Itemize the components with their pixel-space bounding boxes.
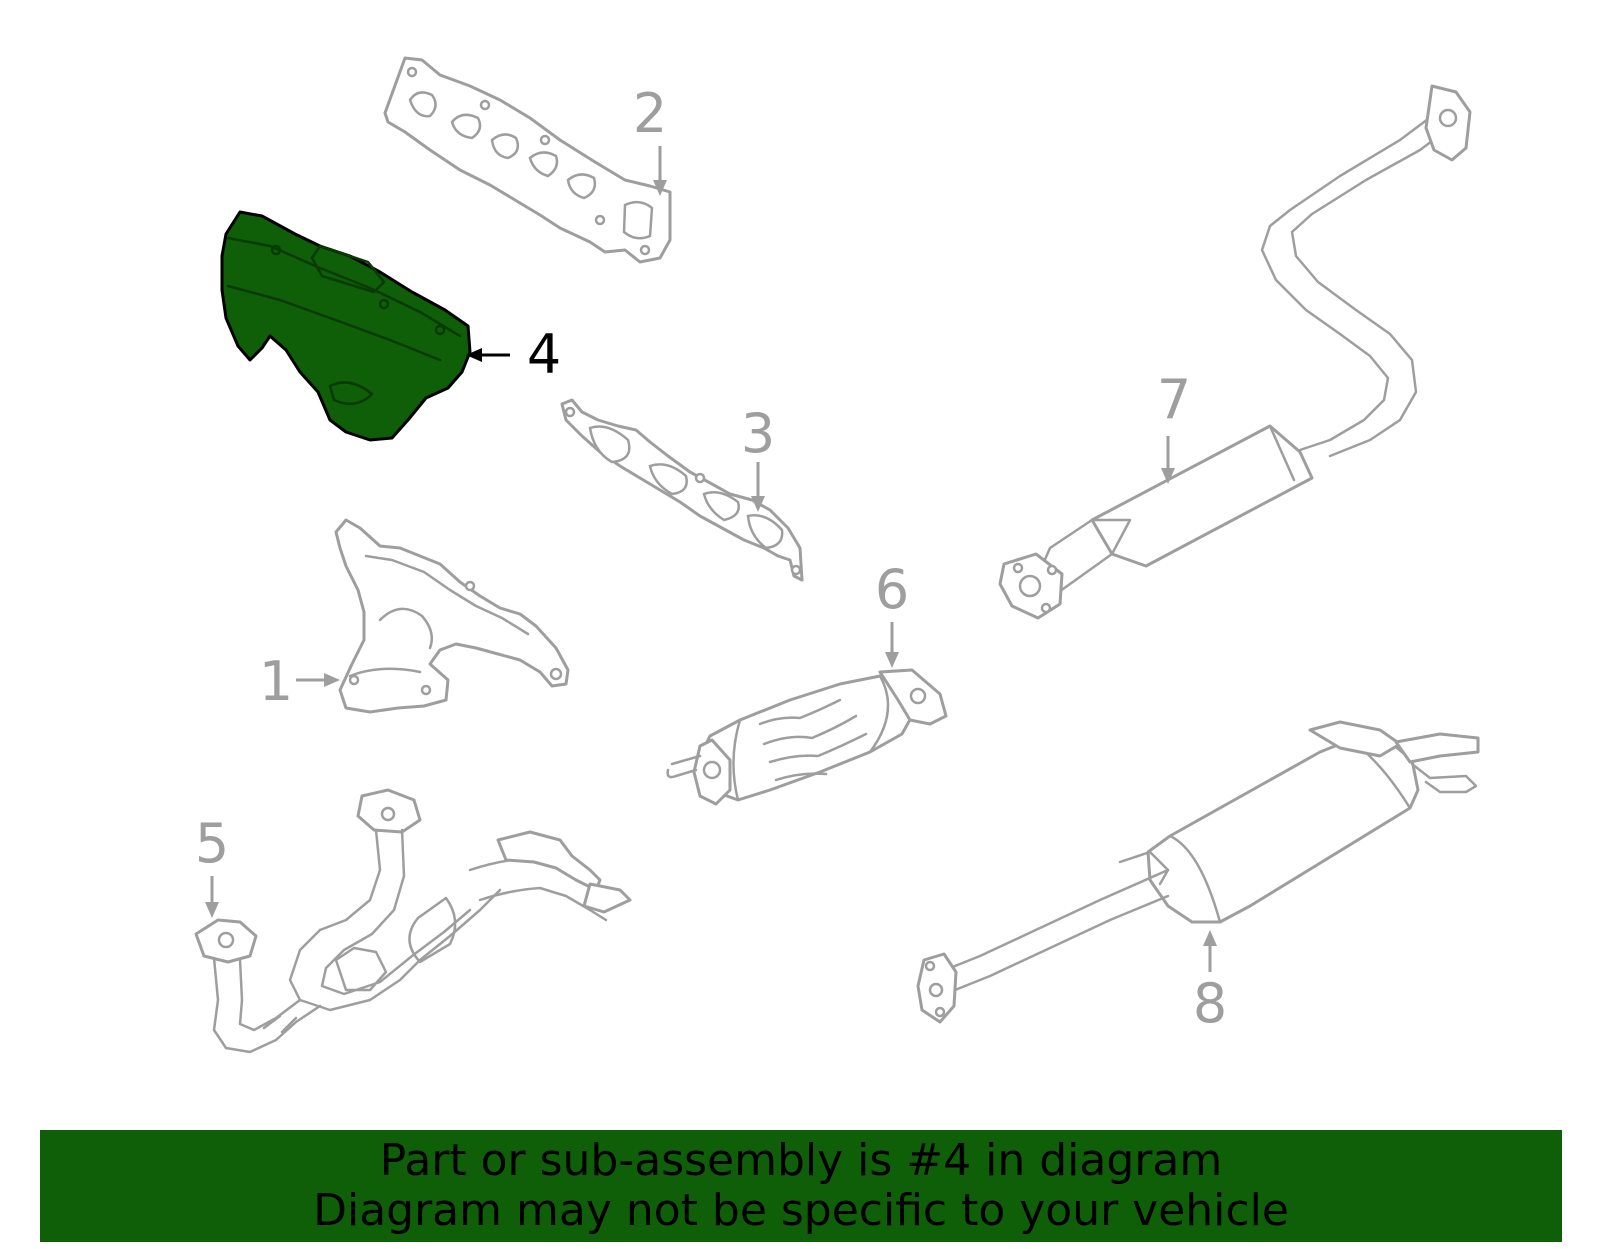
callout-number-4: 4 [527,323,561,386]
manifold-gasket-lower [560,398,804,582]
manifold-gasket-upper [383,56,672,264]
banner-line-part: Part or sub-assembly is #4 in diagram [379,1135,1223,1186]
heat-shield[interactable] [220,210,472,442]
callout-number-5: 5 [195,812,229,875]
callout-7: 7 [1157,368,1191,484]
callout-number-2: 2 [633,82,667,145]
catalytic-converter [666,668,948,806]
exhaust-manifold [334,518,570,714]
front-pipe [194,788,632,1054]
intermediate-pipe [998,84,1472,620]
callout-number-8: 8 [1193,972,1227,1035]
callout-6: 6 [875,558,909,668]
callout-1: 1 [259,650,340,713]
callout-number-7: 7 [1157,368,1191,431]
banner-line-disclaimer: Diagram may not be specific to your vehi… [313,1185,1289,1236]
callout-4: 4 [466,323,561,386]
callout-number-1: 1 [259,650,293,713]
muffler [916,720,1480,1024]
callout-number-6: 6 [875,558,909,621]
callout-number-3: 3 [741,402,775,465]
callout-5: 5 [195,812,229,918]
info-banner: Part or sub-assembly is #4 in diagram Di… [40,1130,1562,1242]
callout-8: 8 [1193,930,1227,1035]
callout-2: 2 [633,82,667,196]
callout-3: 3 [741,402,775,512]
